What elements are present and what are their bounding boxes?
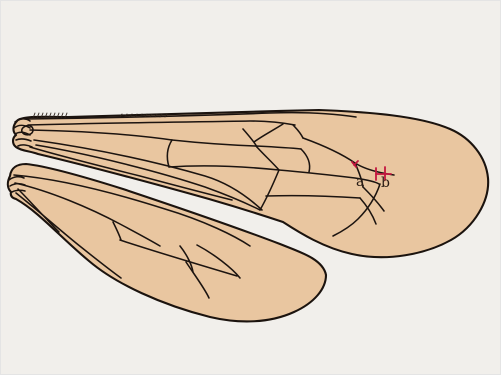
label-b: b [381,175,390,191]
label-a: a [356,174,364,190]
